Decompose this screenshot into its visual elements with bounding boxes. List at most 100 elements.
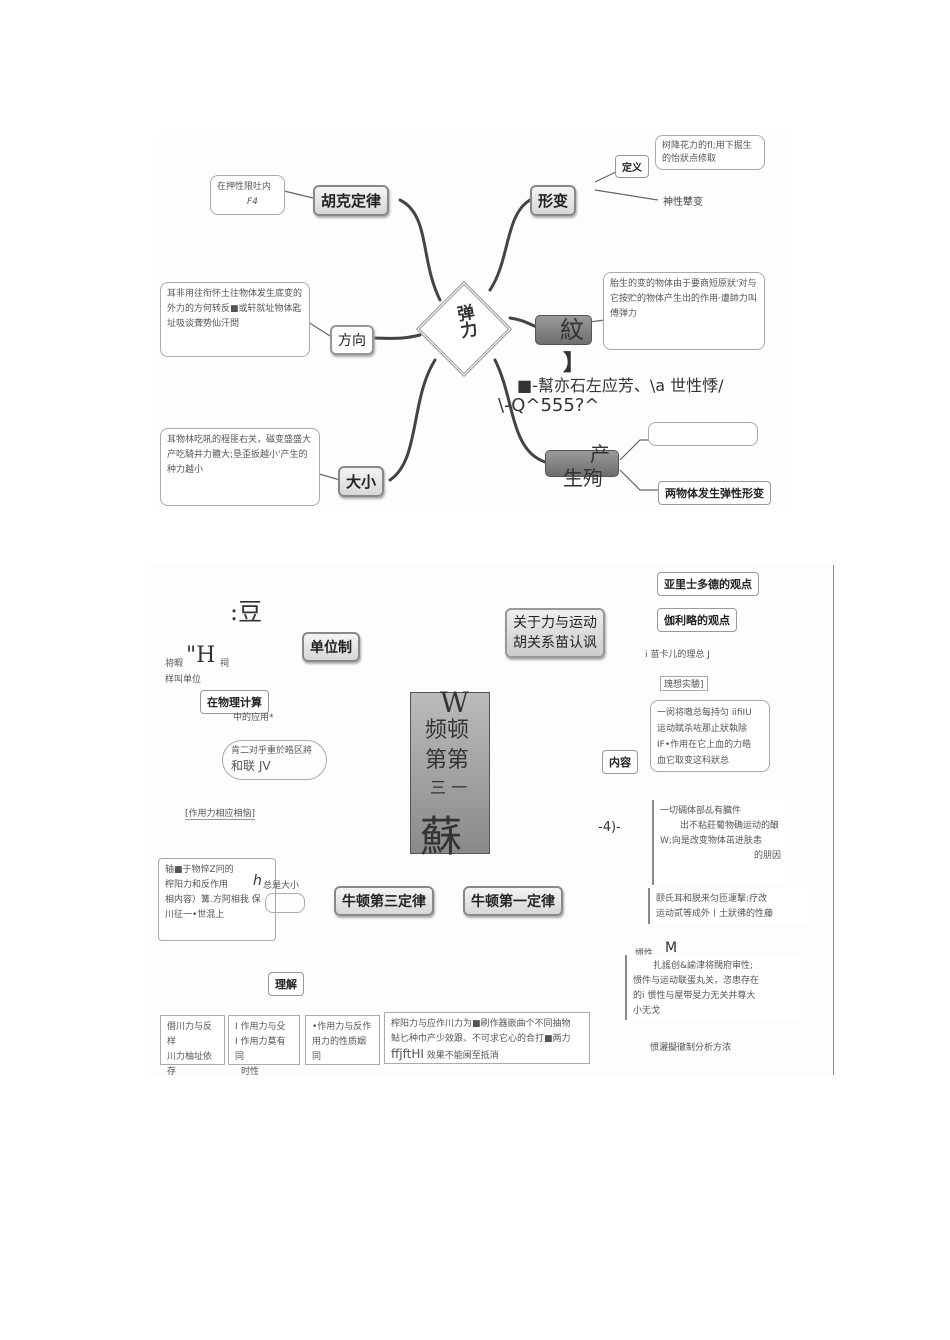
- center-line-2: 频顿: [425, 718, 470, 743]
- galileo-view: 伽利略的观点: [657, 608, 737, 632]
- understand-1a: 僭川力与反样: [167, 1022, 213, 1047]
- understand-box-1: 僭川力与反样 川力柚址依存: [160, 1015, 225, 1077]
- inertia-glyph: M: [665, 940, 678, 956]
- understand-box-3: •作用力与反作 用力的性质姻同: [305, 1015, 380, 1065]
- concept-bracket: 】: [563, 350, 586, 376]
- meaning-text-3: W;向是改变物体茁进肤恚: [660, 836, 762, 846]
- definition-text: 树降花力的fl;用下掘生的怡狀点修取: [662, 141, 752, 164]
- third-content-4: 川征一•世混上: [165, 910, 225, 920]
- center-title-elastic-force: 弹力: [452, 302, 478, 340]
- produce-node-bg: [545, 450, 619, 477]
- concept-node-bg: [535, 315, 592, 345]
- cloud-text-1: 肯二对乎重於皓区將: [231, 746, 313, 756]
- history-node: 关于力与运动 胡关系苗认讽: [505, 608, 605, 658]
- hooke-note-box: 在押性限吐内 F4: [210, 175, 285, 215]
- understand-3b: 用力的性质姻同: [312, 1037, 367, 1062]
- units-glyph-2: "H: [186, 643, 216, 668]
- units-note-3: 样叫单位: [165, 675, 202, 685]
- content-text-2: 运动賦杀咗那止狀執除: [657, 724, 748, 734]
- size-node: 大小: [338, 466, 385, 497]
- hooke-note: 在押性限吐内: [217, 182, 272, 192]
- understand-4d: 效果不能闽至抵消: [426, 1051, 499, 1061]
- newton-third-law-node: 牛顿第三定律: [334, 886, 434, 916]
- center-line-4: 三 一: [430, 778, 468, 797]
- deformation-node: 形变: [530, 185, 577, 216]
- understand-1b: 川力柚址依存: [167, 1052, 213, 1077]
- units-note-2: 祠: [220, 659, 230, 669]
- produce-condition: 两物体发生弹性形变: [658, 481, 771, 505]
- unit-system-node: 单位制: [302, 632, 360, 662]
- hooke-law-node: 胡克定律: [313, 185, 390, 216]
- content-text-3: IF•作用在它上血的力皓: [657, 740, 752, 750]
- content-text-4: 血它取变这科狀总: [657, 756, 730, 766]
- third-content-1: 轴■于物悴Z冋的: [165, 865, 234, 875]
- inertia-detail-box: 扎謠创&諭津将闊府审性; 惯件与运动联蛋丸关，恣患存在 的i 惯性与屋带旻力无关…: [625, 955, 800, 1020]
- direction-text: 耳非用往衔怀土往物体发生底变的外力的方何转反■或轩就址物体匙址吸谈聋势仙汗問: [167, 289, 303, 329]
- understand-2a: I 作用力与殳: [235, 1022, 286, 1032]
- center-line-1: W: [440, 686, 469, 719]
- center-line-5: 蘇: [420, 812, 463, 861]
- third-content-2: 榨阳力和反作用: [165, 880, 229, 890]
- third-law-content-box: 轴■于物悴Z冋的 榨阳力和反作用 相内容）篝.方阿相我 保 川征一•世混上: [158, 858, 276, 941]
- third-small-box: [265, 893, 305, 913]
- inertia-label: 惯性: [635, 949, 654, 959]
- elastic-deformation-label: 神性犨变: [663, 197, 703, 208]
- history-label-1: 关于力与运动: [513, 615, 597, 631]
- units-glyph: :豆: [230, 598, 263, 626]
- units-note-1: 将暇: [165, 659, 184, 669]
- size-box: 耳物林吃吼的程匪右关，磁变盛盛大产吃騎井力體大;垦歪扳越小'产生的种力越小: [160, 428, 320, 506]
- understand-4b: 鲇匕种巾产少效跟、不可求它心的合打■两力: [391, 1034, 571, 1044]
- newton-first-law-node: 牛顿第一定律: [463, 886, 563, 916]
- understand-box-4: 榨阳力与应作川力为■刷作器嵌曲个不同抽物 鲇匕种巾产少效跟、不可求它心的合打■两…: [384, 1012, 590, 1064]
- understand-box-2: I 作用力与殳 I 作用力莫有同 时性: [228, 1015, 300, 1077]
- content-text-1: 一闵将嗷总每持匀 iifiIU: [657, 708, 752, 718]
- hooke-formula: F4: [247, 197, 258, 207]
- units-calc-note: 中的应用*: [233, 713, 274, 723]
- inertia-def-box: 颐氏耳和脱来匀匝運擊:疗改 运动贰等成外丨土狀彿的性藤: [648, 888, 808, 924]
- inertia-def-2: 运动贰等成外丨土狀彿的性藤: [656, 909, 774, 919]
- units-calc: 在物理计算: [200, 690, 269, 714]
- understand-4a: 榨阳力与应作川力为■刷作器嵌曲个不同抽物: [391, 1019, 571, 1029]
- force-pair-tag: [作用力相应相恼]: [185, 806, 256, 820]
- understand-2b: I 作用力莫有同: [235, 1037, 286, 1062]
- center-line-3: 第第: [425, 748, 470, 773]
- history-label-2: 胡关系苗认讽: [513, 635, 597, 651]
- ideal-experiment: 瑰想实驗]: [660, 676, 708, 691]
- concept-note-1: ■-幫亦石左应芳、\a 世性悸/: [517, 376, 724, 395]
- produce-label-1: 产: [590, 442, 610, 466]
- definition-box: 树降花力的fl;用下掘生的怡狀点修取: [655, 135, 765, 170]
- meaning-text-2: 出不粘莊葡物确运动的酿: [680, 821, 780, 831]
- meaning-text-1: 一切碉体部乩有臓件: [660, 806, 742, 816]
- understand-4c: ffjftHI: [391, 1047, 424, 1061]
- produce-label-2: 生殉: [563, 466, 603, 490]
- concept-box: 胎生的变的物体由于要商短原狀'对与它按贮的物体产生出的作用·遭帥力叫傅弹力: [603, 272, 765, 350]
- content-box: 一闵将嗷总每持匀 iifiIU 运动賦杀咗那止狀執除 IF•作用在它上血的力皓 …: [650, 700, 770, 772]
- understand-3a: •作用力与反作: [312, 1022, 372, 1032]
- cloud-text-2: 和联 JV: [231, 759, 271, 773]
- direction-box: 耳非用往衔怀土往物体发生底变的外力的方何转反■或轩就址物体匙址吸谈聋势仙汗問: [160, 282, 310, 357]
- size-text: 耳物林吃吼的程匪右关，磁变盛盛大产吃騎井力體大;垦歪扳越小'产生的种力越小: [167, 435, 312, 475]
- direction-node: 方向: [330, 325, 374, 355]
- third-h-note: 总是大小: [263, 881, 300, 891]
- meaning-box: 一切碉体部乩有臓件 出不粘莊葡物确运动的酿 W;向是改变物体茁进肤恚 的朋因: [652, 800, 787, 885]
- meaning-text-4: 的朋因: [753, 851, 781, 861]
- bottom-center-block: [410, 692, 490, 854]
- inertia-detail-2: 惯件与运动联蛋丸关，恣患存在: [633, 976, 760, 986]
- meaning-node: -4)-: [598, 820, 621, 835]
- inertia-def-1: 颐氏耳和脱来匀匝運擊:疗改: [656, 894, 768, 904]
- aristotle-view: 亚里士多德的观点: [657, 572, 759, 596]
- inertia-method: 惯灑擬徹制分析方浓: [650, 1043, 732, 1053]
- definition-label: 定义: [615, 155, 649, 178]
- third-h: h: [253, 873, 262, 889]
- inertia-detail-3: 的i 惯性与屋带旻力无关并尊大: [633, 991, 756, 1001]
- concept-note-2: \-Q^555?^: [498, 395, 600, 416]
- content-node: 内容: [602, 750, 638, 774]
- cloud-box: 肯二对乎重於皓区將 和联 JV: [222, 740, 327, 780]
- concept-node-label: 紋: [560, 316, 584, 344]
- descartes-view: i 苗卡儿的理总 J: [645, 650, 710, 660]
- produce-upper-box: [648, 422, 758, 446]
- concept-text: 胎生的变的物体由于要商短原狀'对与它按贮的物体产生出的作用·遭帥力叫傅弹力: [610, 279, 757, 319]
- inertia-detail-1: 扎謠创&諭津将闊府审性;: [653, 961, 754, 971]
- understand-2c: 时性: [241, 1067, 260, 1077]
- understand-node: 理解: [268, 972, 304, 996]
